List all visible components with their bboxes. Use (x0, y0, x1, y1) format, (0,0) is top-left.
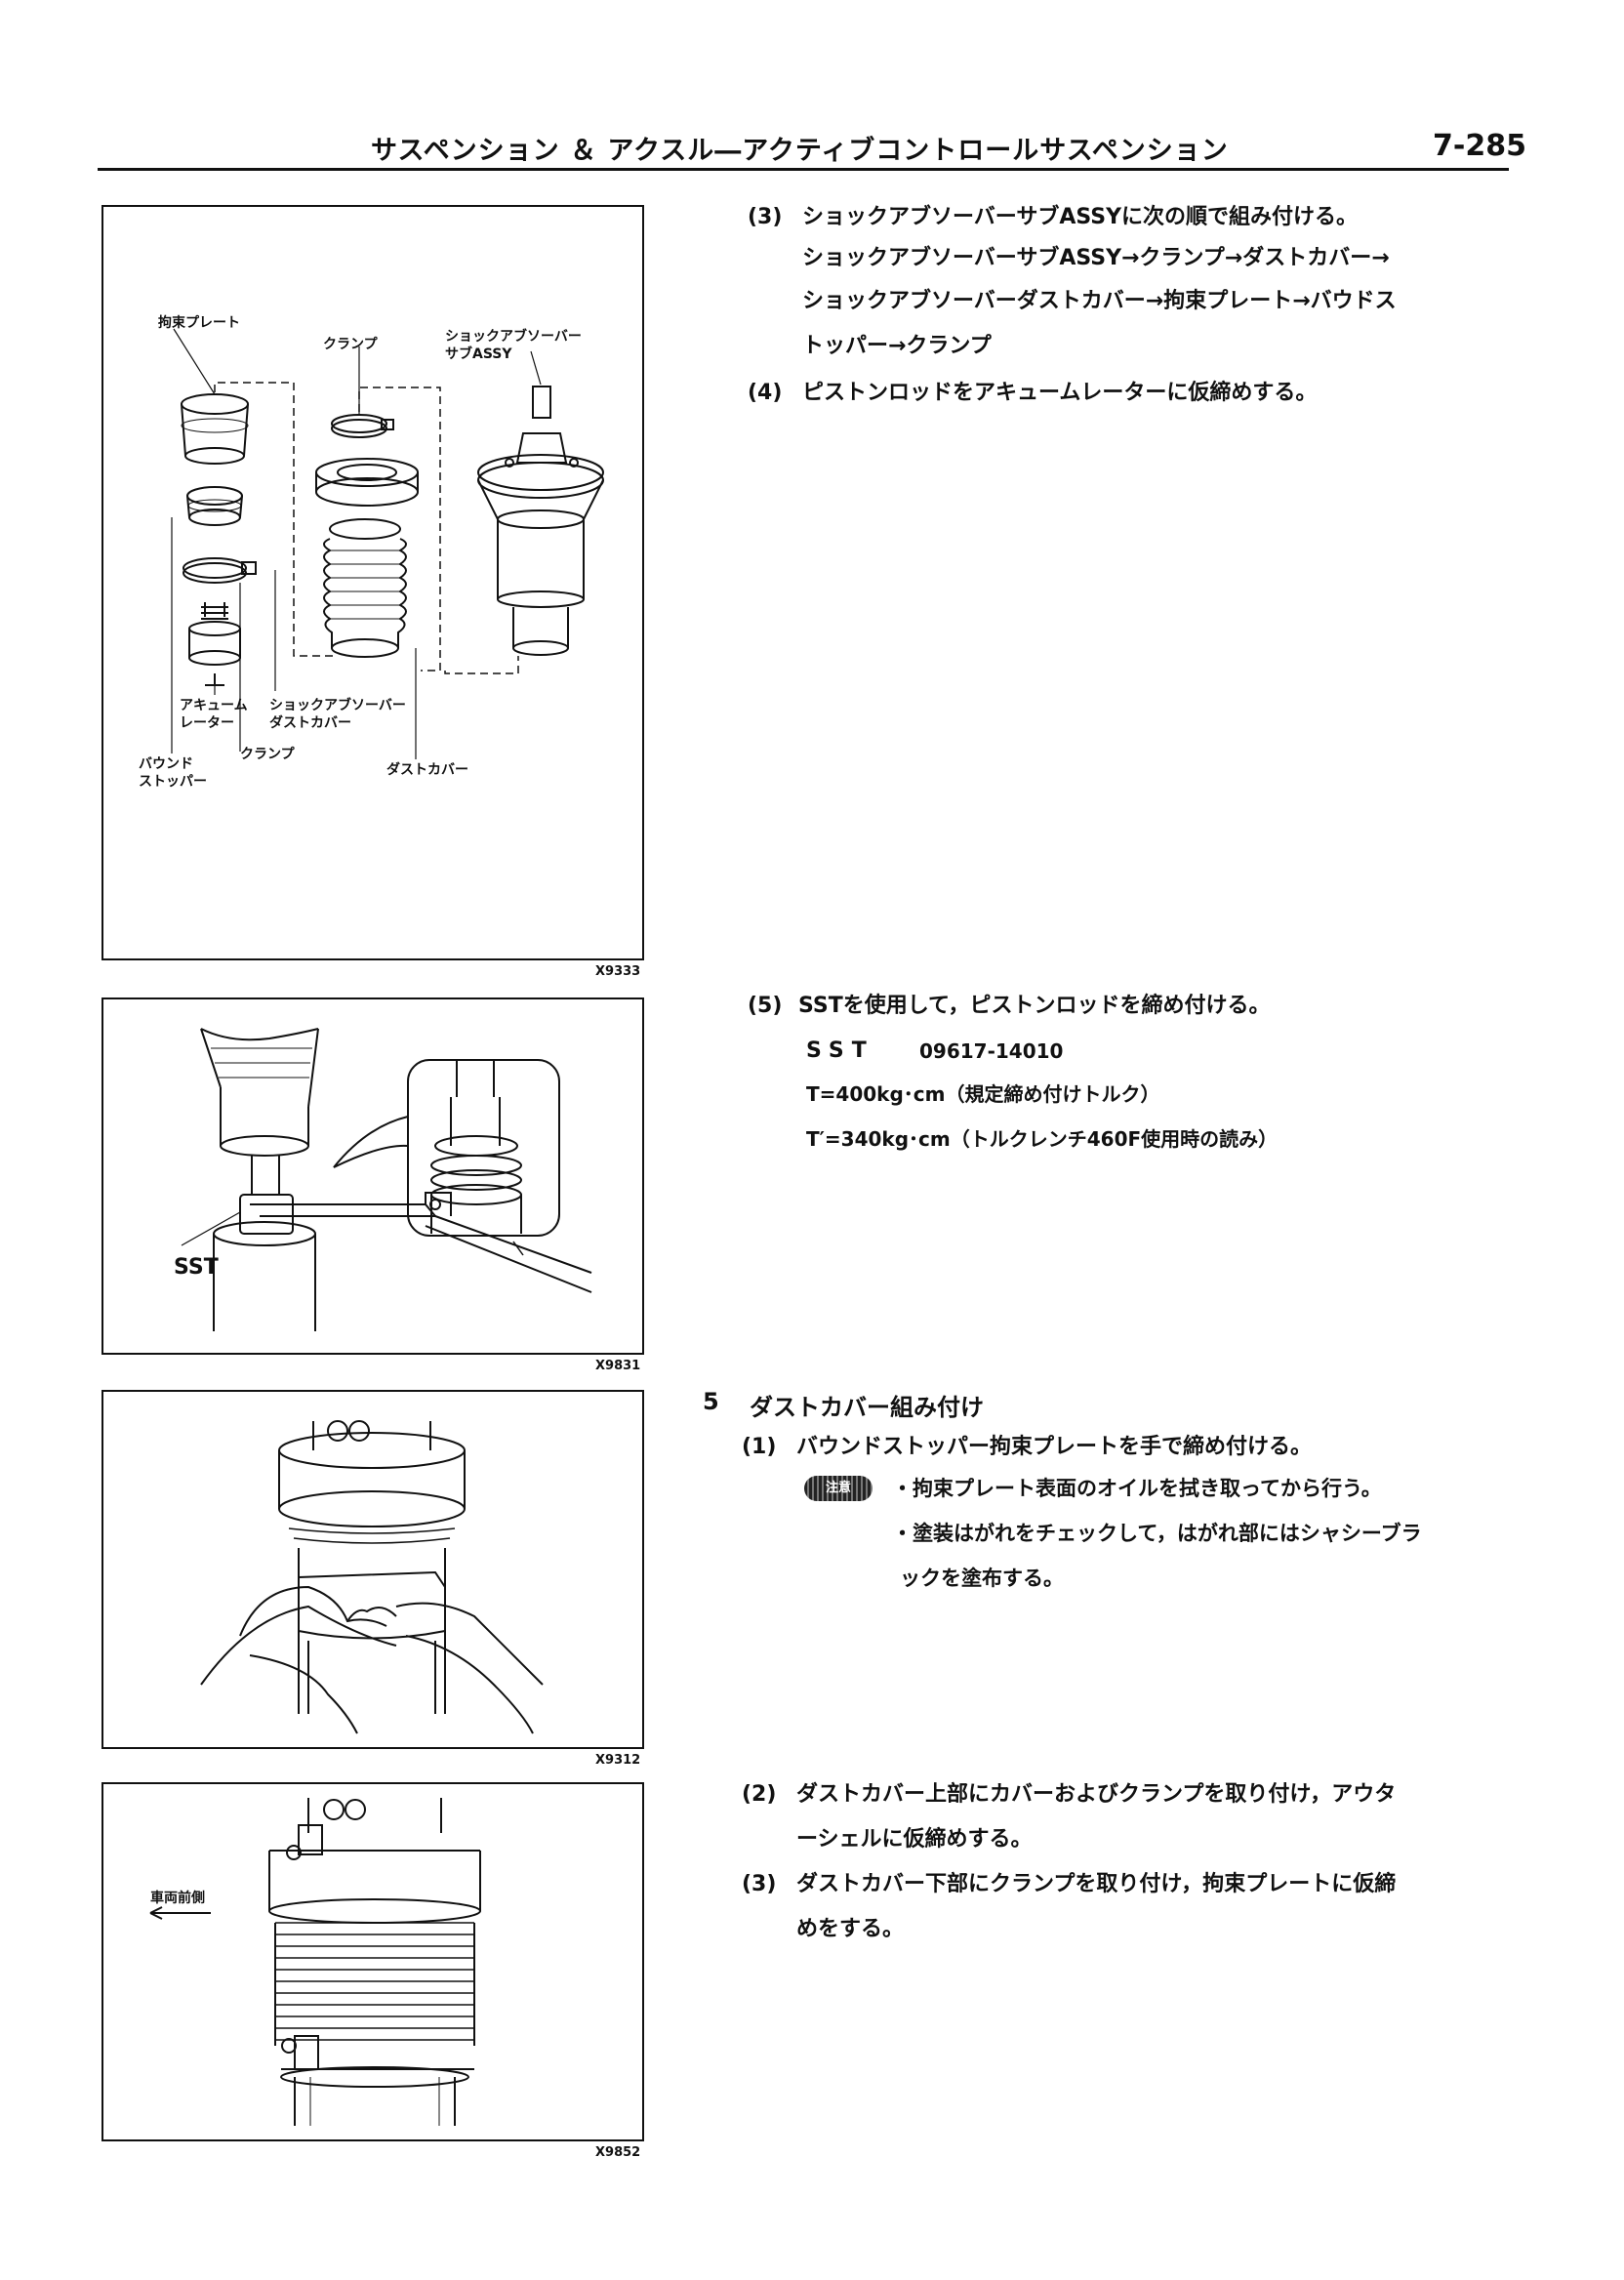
label-dust-cover: ダストカバー (386, 762, 468, 778)
dust-cover-installed-drawing (149, 1798, 481, 2126)
figure-code-1: X9333 (595, 964, 641, 979)
figure-code-4: X9852 (595, 2145, 641, 2160)
label-sst: SST (174, 1255, 219, 1280)
step-3-line-4: トッパー→クランプ (802, 334, 992, 358)
label-bound-stopper-1: バウンド (139, 756, 193, 772)
section-5-step-1-number: (1) (742, 1435, 777, 1459)
page-header-title: サスペンション ＆ アクスル―アクティブコントロールサスペンション (371, 136, 1229, 166)
section-5-step-2-text: ダストカバー上部にカバーおよびクランプを取り付け，アウタ (796, 1782, 1397, 1807)
page-number: 7-285 (1433, 129, 1526, 163)
label-accumulator-2: レーター (180, 715, 234, 731)
section-5-step-3-text: ダストカバー下部にクランプを取り付け，拘束プレートに仮締 (796, 1872, 1397, 1896)
label-vehicle-front: 車両前側 (150, 1891, 205, 1906)
label-clamp-top: クランプ (323, 337, 378, 352)
figure-code-3: X9312 (595, 1753, 641, 1768)
step-3-line-3: ショックアブソーバーダストカバー→拘束プレート→バウドス (802, 289, 1397, 313)
step-3-line-2: ショックアブソーバーサブASSY→クランプ→ダストカバー→ (802, 246, 1390, 270)
step-3-number: (3) (748, 205, 783, 229)
label-dust-cover-shock-1: ショックアブソーバー (269, 698, 406, 713)
figure-sst-tightening: SST (102, 998, 644, 1355)
figure-code-2: X9831 (595, 1359, 641, 1373)
label-clamp-bottom: クランプ (240, 747, 295, 762)
step-5-sst-number: 09617-14010 (919, 1039, 1064, 1063)
caution-badge: 注意 (804, 1476, 873, 1501)
label-restraint-plate: 拘束プレート (158, 315, 240, 331)
caution-badge-text: 注意 (804, 1476, 873, 1501)
step-5-torque: T=400kg･cm（規定締め付けトルク） (806, 1082, 1160, 1106)
label-dust-cover-shock-2: ダストカバー (269, 715, 351, 731)
figure-dust-cover-installed: 車両前側 (102, 1782, 644, 2141)
step-4-number: (4) (748, 381, 783, 405)
hand-tightening-drawing (200, 1420, 544, 1734)
caution-note-1: ・拘束プレート表面のオイルを拭き取ってから行う。 (892, 1477, 1382, 1500)
step-5-torque-alt: T′=340kg･cm（トルクレンチ460F使用時の読み） (806, 1127, 1279, 1151)
sst-tightening-drawing (181, 1028, 592, 1331)
section-5-step-1-text: バウンドストッパー拘束プレートを手で締め付ける。 (796, 1435, 1313, 1459)
step-5-number: (5) (748, 994, 783, 1018)
label-accumulator-1: アキューム (180, 698, 248, 713)
figure-hand-tightening (102, 1390, 644, 1749)
section-5-step-2-line-2: ーシェルに仮締めする。 (796, 1827, 1033, 1852)
section-5-number: 5 (703, 1388, 719, 1415)
step-3-text: ショックアブソーバーサブASSYに次の順で組み付ける。 (802, 205, 1358, 229)
label-shock-sub-assy-1: ショックアブソーバー (445, 329, 582, 345)
header-rule (98, 168, 1509, 171)
step-4-text: ピストンロッドをアキュームレーターに仮締めする。 (802, 381, 1318, 405)
caution-note-3: ックを塗布する。 (900, 1567, 1064, 1590)
figure-exploded-view: 拘束プレート クランプ ショックアブソーバー サブASSY アキューム レーター… (102, 205, 644, 960)
caution-note-2: ・塗装はがれをチェックして，はがれ部にはシャシーブラ (892, 1522, 1422, 1545)
label-shock-sub-assy-2: サブASSY (445, 346, 512, 362)
section-5-title: ダストカバー組み付け (750, 1394, 984, 1421)
section-5-step-2-number: (2) (742, 1782, 777, 1807)
section-5-step-3-number: (3) (742, 1872, 777, 1896)
step-5-text: SSTを使用して，ピストンロッドを締め付ける。 (798, 994, 1271, 1018)
exploded-view-drawing (171, 328, 604, 759)
step-5-sst-label: SST (806, 1038, 874, 1063)
section-5-step-3-line-2: めをする。 (796, 1917, 905, 1941)
label-bound-stopper-2: ストッパー (139, 774, 207, 790)
